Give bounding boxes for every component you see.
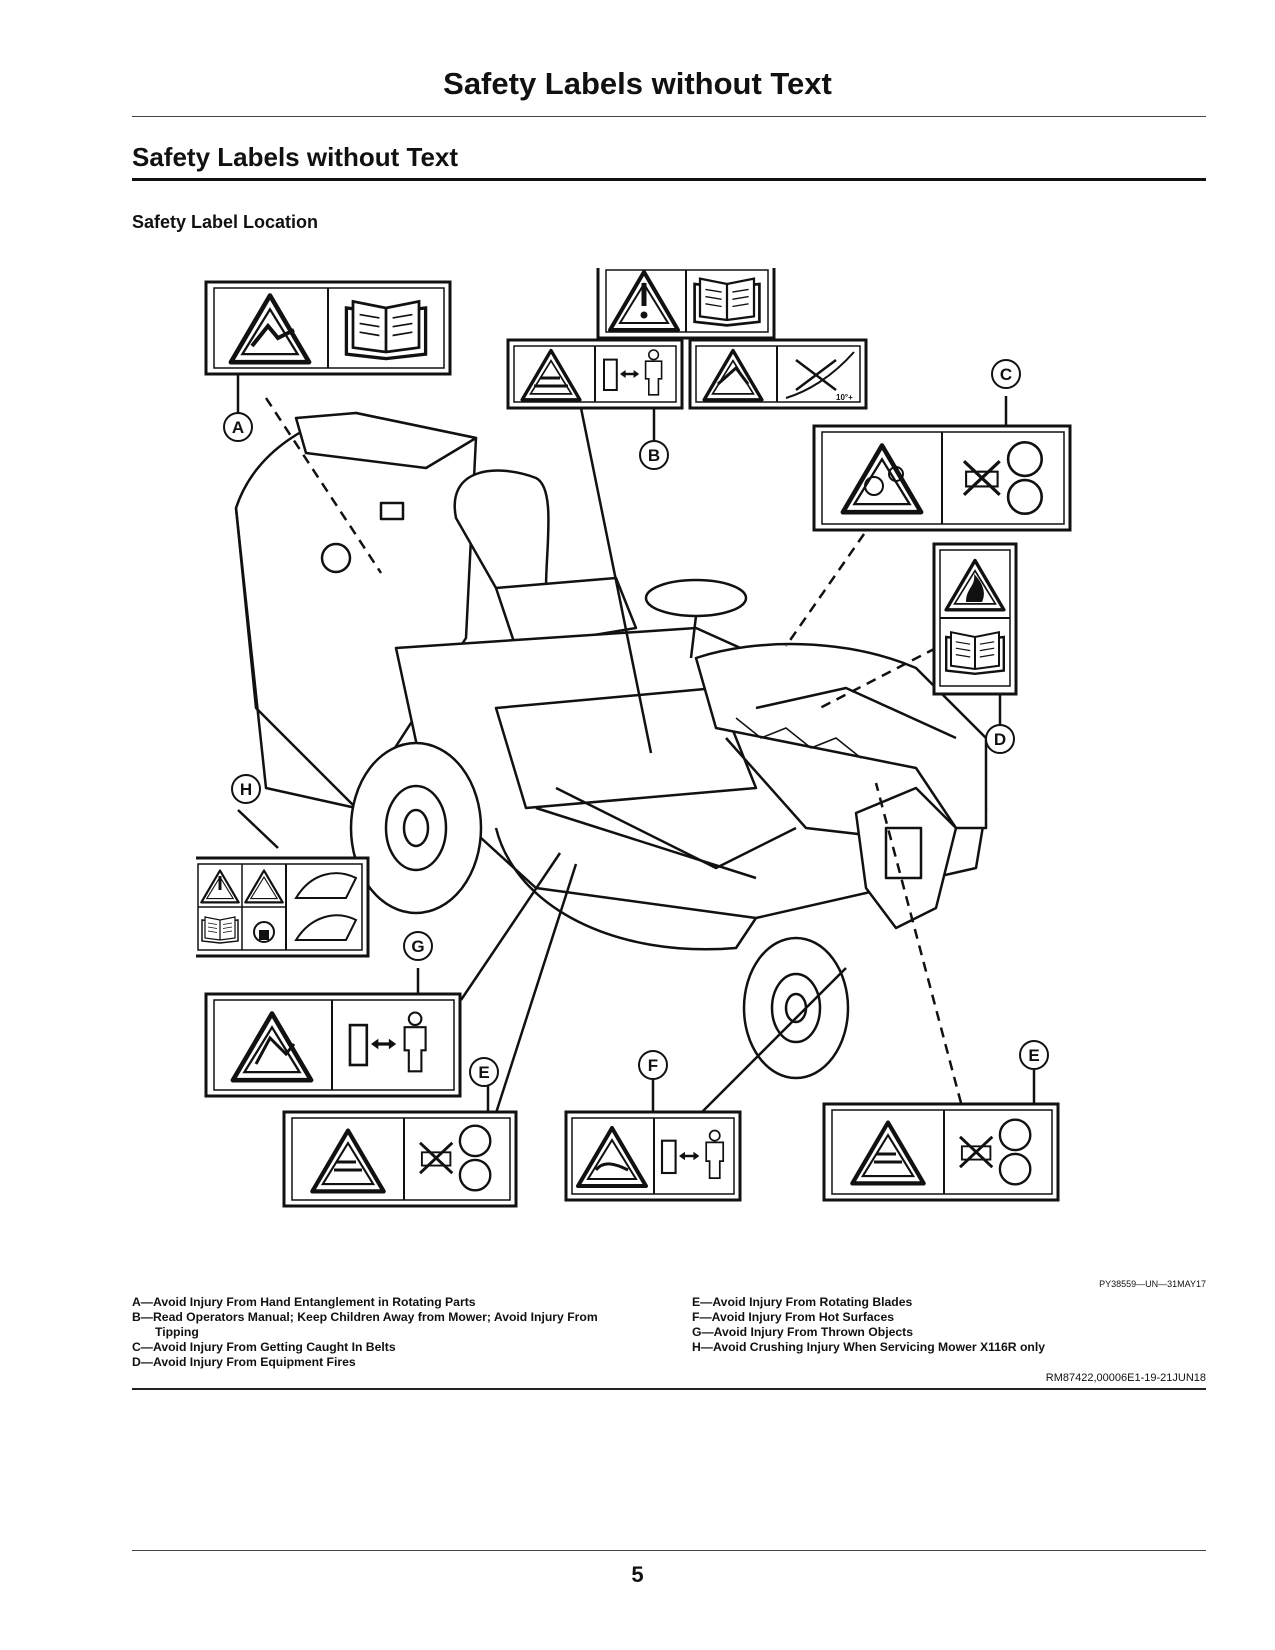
section-title: Safety Labels without Text — [132, 142, 459, 172]
safety-label-b: 10°+ — [506, 268, 868, 410]
page-number: 5 — [631, 1562, 644, 1587]
callout-h: H — [240, 780, 252, 799]
leader-lines — [237, 397, 963, 1114]
legend-item-g: G—Avoid Injury From Thrown Objects — [692, 1325, 913, 1339]
legend-item-b: B—Read Operators Manual; Keep Children A… — [132, 1310, 598, 1324]
legend-divider — [132, 1388, 1206, 1390]
safety-label-d — [932, 542, 1018, 696]
callout-f: F — [648, 1056, 658, 1075]
safety-label-location-figure: 10°+ — [196, 268, 1096, 1268]
footer-divider — [132, 1550, 1206, 1551]
legend-item-c: C—Avoid Injury From Getting Caught In Be… — [132, 1340, 396, 1354]
callout-g: G — [411, 937, 424, 956]
safety-label-g — [204, 992, 462, 1098]
callout-a: A — [232, 418, 244, 437]
safety-label-h — [196, 856, 370, 958]
subsection-title: Safety Label Location — [132, 212, 319, 232]
section-divider — [132, 178, 1206, 181]
page-header-title: Safety Labels without Text — [443, 66, 832, 101]
safety-label-a — [204, 280, 452, 376]
callout-e-left: E — [478, 1063, 489, 1082]
legend-right: E—Avoid Injury From Rotating Blades F—Av… — [692, 1295, 1045, 1355]
header-divider — [132, 116, 1206, 117]
legend-left: A—Avoid Injury From Hand Entanglement in… — [132, 1295, 598, 1370]
safety-label-e-left — [282, 1110, 518, 1208]
legend-item-h: H—Avoid Crushing Injury When Servicing M… — [692, 1340, 1046, 1354]
callout-b: B — [648, 446, 660, 465]
callout-d: D — [994, 730, 1006, 749]
callout-c: C — [1000, 365, 1012, 384]
tilt-degree-label: 10°+ — [836, 393, 853, 402]
safety-label-e-right — [822, 1102, 1060, 1202]
tractor-illustration — [234, 411, 988, 1080]
safety-label-c — [812, 424, 1072, 532]
figure-id: PY38559—UN—31MAY17 — [1099, 1279, 1206, 1289]
legend-item-e: E—Avoid Injury From Rotating Blades — [692, 1295, 913, 1309]
callout-e-right: E — [1028, 1046, 1039, 1065]
legend-item-a: A—Avoid Injury From Hand Entanglement in… — [132, 1295, 476, 1309]
legend-item-d: D—Avoid Injury From Equipment Fires — [132, 1355, 356, 1369]
legend-item-f: F—Avoid Injury From Hot Surfaces — [692, 1310, 895, 1324]
document-reference: RM87422,00006E1-19-21JUN18 — [1045, 1372, 1206, 1384]
safety-label-f — [564, 1110, 742, 1202]
legend-item-b-continued: Tipping — [155, 1325, 199, 1339]
